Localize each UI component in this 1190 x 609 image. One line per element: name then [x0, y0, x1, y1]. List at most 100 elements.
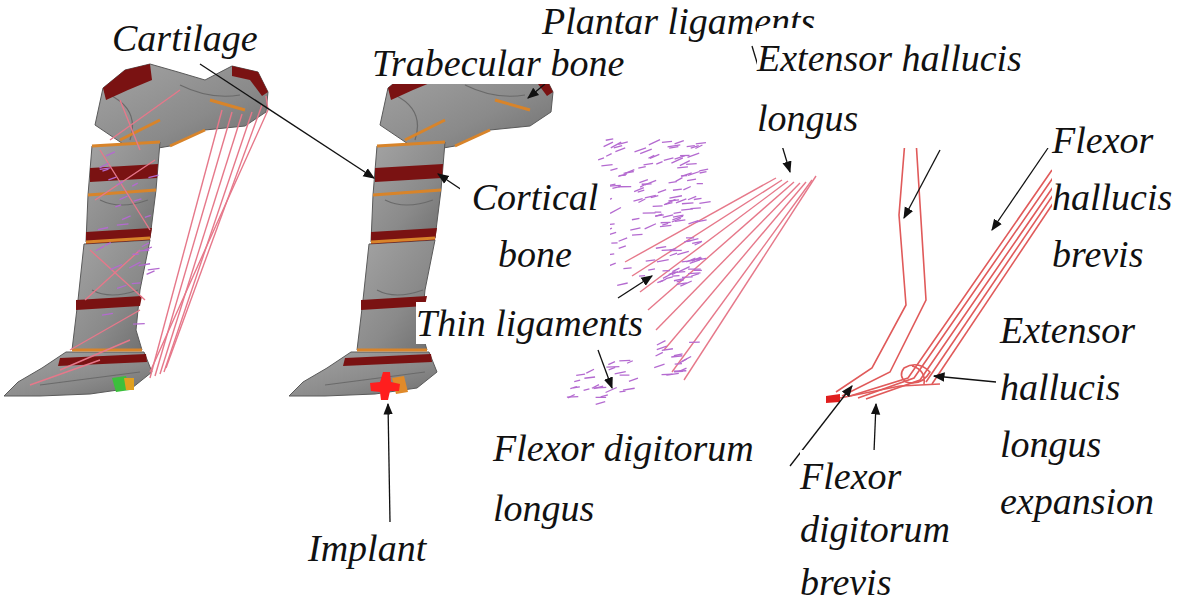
leader-line	[598, 350, 612, 388]
ligament-line	[656, 183, 800, 330]
thin-ligament-dash	[673, 189, 682, 190]
thin-ligament-dash	[618, 186, 631, 187]
thin-ligament-dash	[668, 200, 679, 201]
thin-ligament-dash	[629, 378, 638, 381]
thin-ligament-dash	[646, 260, 655, 261]
thin-ligament-dash	[684, 240, 691, 242]
thin-ligament-dash	[633, 199, 642, 201]
thin-ligament-dash	[681, 209, 693, 210]
ligament-line	[30, 90, 180, 385]
thin-ligament-dash	[688, 269, 701, 270]
thin-ligament-dash	[634, 148, 646, 152]
thin-ligament-dash	[676, 178, 683, 182]
thin-ligament-dash	[608, 362, 615, 365]
thin-ligament-dash	[671, 356, 682, 357]
thin-ligament-dash	[677, 251, 689, 254]
thin-ligament-dash	[148, 175, 158, 177]
thin-ligament-dash	[106, 152, 115, 156]
thin-ligament-dash	[699, 169, 708, 171]
thin-ligament-dash	[584, 377, 595, 378]
thin-ligament-dash	[695, 145, 702, 148]
thin-ligament-dash	[697, 183, 703, 184]
thin-ligament-dash	[656, 352, 663, 356]
leader-line	[992, 148, 1048, 230]
thin-ligament-dash	[620, 374, 630, 375]
thin-ligament-dash	[614, 146, 622, 148]
thin-ligament-dash	[609, 367, 616, 369]
thin-ligament-dash	[688, 272, 700, 274]
thin-ligament-dash	[584, 389, 590, 391]
thin-ligament-dash	[677, 283, 687, 284]
thin-ligament-dash	[644, 163, 654, 165]
thin-ligament-dash	[638, 167, 645, 169]
ligament-line	[684, 176, 816, 380]
thin-ligament-dash	[632, 218, 639, 219]
thin-ligament-dash	[133, 323, 145, 325]
thin-ligament-dash	[648, 269, 655, 270]
thin-ligament-dash	[694, 198, 702, 199]
foot-model	[4, 64, 268, 396]
thin-ligament-dash	[606, 154, 611, 157]
thin-ligaments	[96, 139, 711, 405]
leader-line	[904, 150, 940, 218]
part-label: Extensor hallucis longus	[757, 28, 1057, 148]
thin-ligament-dash	[116, 182, 123, 186]
thin-ligament-dash	[674, 212, 682, 213]
thin-ligament-dash	[688, 171, 700, 175]
thin-ligament-dash	[689, 341, 700, 343]
tendon-line	[842, 140, 926, 396]
tendon-expansion	[901, 365, 930, 384]
implant-marker	[124, 378, 134, 390]
thin-ligament-dash	[694, 270, 702, 271]
thin-ligament-dash	[675, 363, 682, 365]
thin-ligament-dash	[664, 203, 672, 205]
ligament-line	[160, 114, 242, 374]
thin-ligament-dash	[664, 158, 674, 160]
ligament-line	[648, 182, 794, 310]
ligament-line	[672, 180, 812, 372]
thin-ligament-dash	[612, 187, 619, 189]
thin-ligament-dash	[601, 395, 608, 397]
part-label: Flexor digitorum brevis	[800, 450, 970, 609]
thin-ligament-dash	[567, 396, 578, 398]
implant-shape	[370, 372, 400, 400]
thin-ligament-dash	[610, 168, 617, 170]
thin-ligament-dash	[671, 158, 682, 163]
part-label: Trabecular bone	[372, 42, 624, 84]
ligament-line	[664, 182, 806, 350]
thin-ligament-dash	[655, 215, 663, 216]
thin-ligament-dash	[687, 179, 696, 180]
leader-line	[934, 376, 996, 382]
tendon-line	[836, 128, 906, 392]
thin-ligament-dash	[640, 184, 645, 187]
thin-ligament-dash	[662, 141, 672, 143]
thin-ligament-dash	[117, 224, 129, 225]
thin-ligament-dash	[682, 356, 691, 361]
thin-ligament-dash	[655, 211, 662, 212]
thin-ligament-dash	[611, 242, 617, 244]
thin-ligament-dash	[137, 250, 149, 251]
thin-ligament-dash	[668, 145, 681, 147]
thin-ligament-dash	[586, 369, 594, 373]
thin-ligament-dash	[96, 246, 104, 251]
thin-ligament-dash	[679, 267, 690, 272]
leader-line	[200, 64, 374, 178]
part-label: Flexor digitorum longus	[493, 418, 783, 538]
thin-ligament-dash	[139, 264, 151, 266]
ligament-line	[640, 181, 788, 292]
thin-ligament-dash	[132, 282, 141, 284]
part-label: Cortical bone	[460, 169, 610, 283]
thin-ligament-dash	[662, 223, 668, 225]
thin-ligament-dash	[592, 385, 599, 389]
thin-ligament-dash	[663, 215, 673, 218]
ligament-line	[166, 105, 262, 368]
thin-ligament-dash	[645, 180, 656, 184]
thin-ligament-dash	[699, 202, 710, 204]
thin-ligament-dash	[669, 182, 677, 183]
tendon-line	[830, 384, 940, 400]
thin-ligament-dash	[619, 360, 630, 362]
thin-ligament-dash	[657, 281, 663, 283]
thin-ligament-dash	[682, 202, 694, 204]
leader-line	[618, 276, 652, 298]
thin-ligament-dash	[688, 196, 696, 199]
